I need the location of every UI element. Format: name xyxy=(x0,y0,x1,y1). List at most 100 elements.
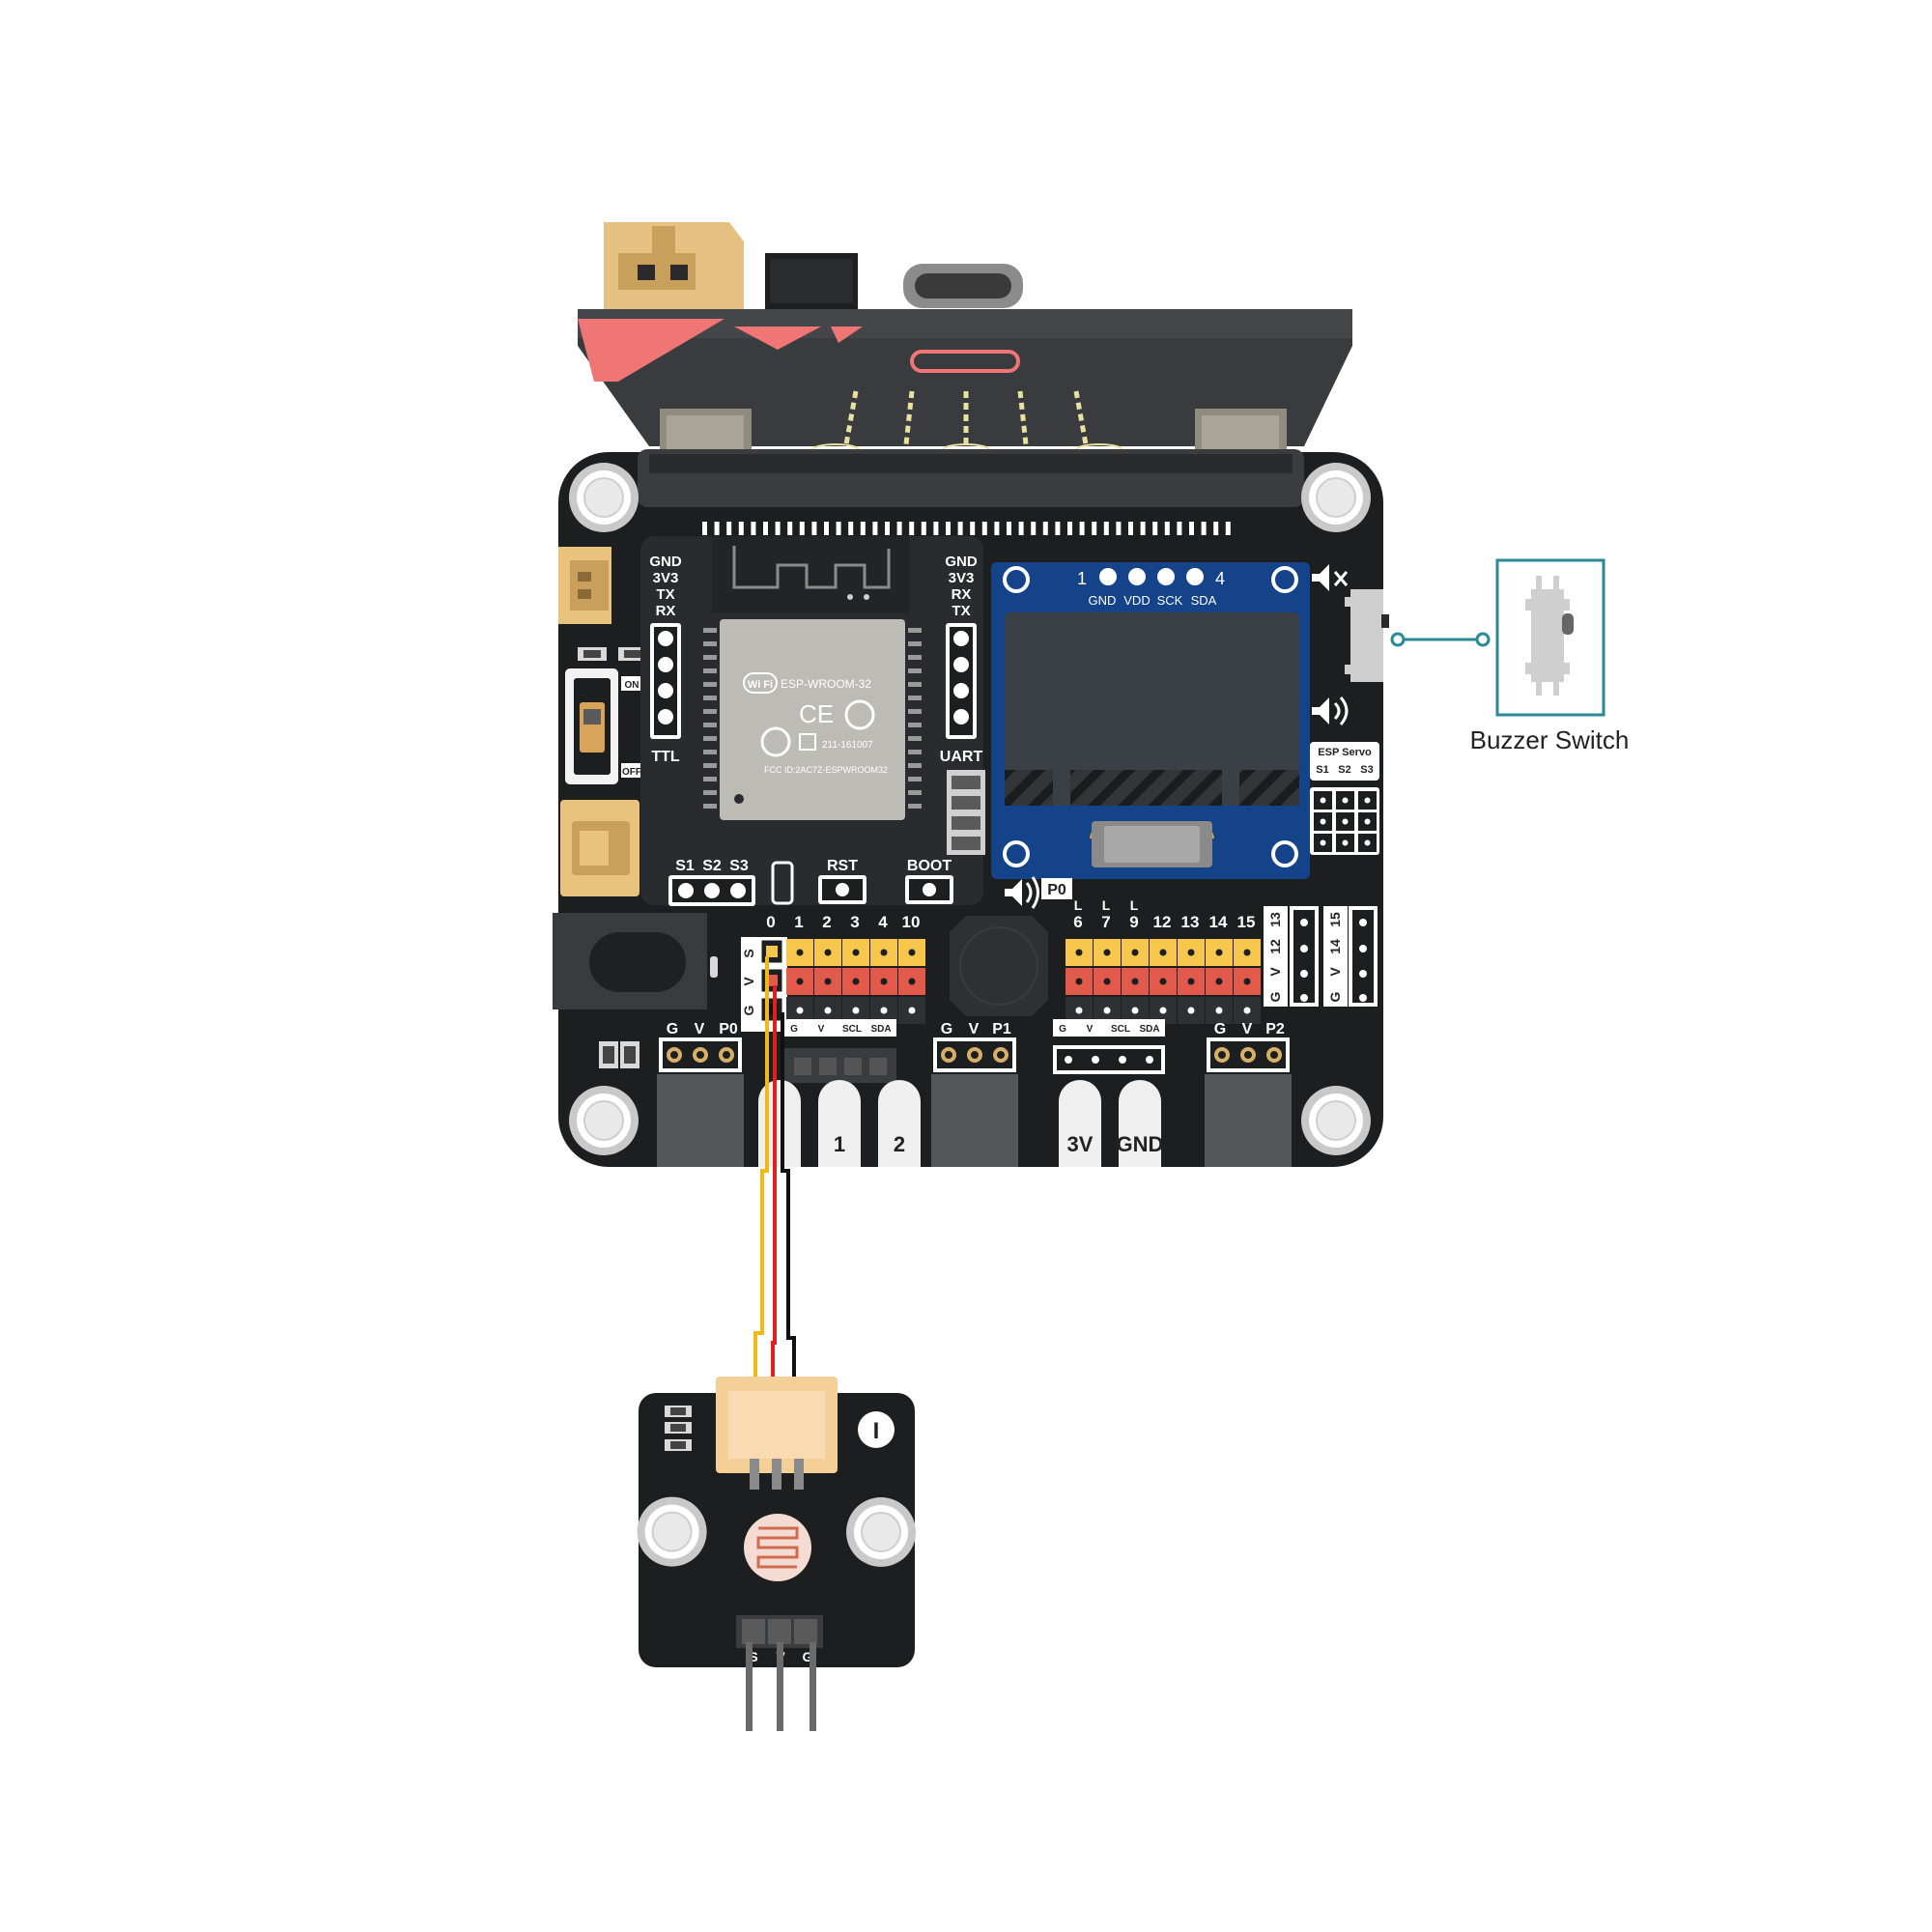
gpio-pin-dot xyxy=(1132,979,1139,985)
edge-tooth xyxy=(1104,522,1109,535)
gpio-pin-dot xyxy=(1160,979,1167,985)
gpio-pin-dot xyxy=(825,1008,832,1014)
edge-tooth xyxy=(1189,522,1194,535)
side-pin-v: V xyxy=(1267,967,1283,977)
edge-tooth xyxy=(1007,522,1011,535)
gpio-right-label: 6 xyxy=(1073,913,1082,931)
gpio-pin-dot xyxy=(881,1008,888,1014)
gpio-pin-dot xyxy=(1076,1008,1083,1014)
gpio-pin-dot xyxy=(1132,1008,1139,1014)
module-pin xyxy=(703,655,717,660)
rst-label: RST xyxy=(827,858,858,874)
gpio-right-label: 13 xyxy=(1181,913,1200,931)
side-pin-13: 13 xyxy=(1267,912,1283,927)
servo-pin-dot xyxy=(1321,840,1326,846)
microbit-reset-button[interactable] xyxy=(765,253,858,309)
module-pin xyxy=(908,804,922,809)
jst-connector-left-bottom xyxy=(560,800,639,896)
edge-tooth xyxy=(958,522,963,535)
servo-pin-s3: S3 xyxy=(729,858,749,874)
buzzer-pin-label: P0 xyxy=(1047,882,1066,898)
edge-tooth xyxy=(751,522,755,535)
uart-label: UART xyxy=(940,749,983,765)
edge-tooth xyxy=(1165,522,1170,535)
gpio-pin-dot xyxy=(1104,950,1111,956)
side-pin-g: G xyxy=(1267,991,1283,1002)
module-pin xyxy=(703,736,717,741)
edge-tooth xyxy=(787,522,792,535)
gpio-pin-dot xyxy=(853,979,860,985)
gpio-pin-dot xyxy=(853,950,860,956)
gpio-pin-dot xyxy=(909,1008,916,1014)
oled-pin-gnd: GND xyxy=(1089,593,1117,608)
mounting-hole xyxy=(1301,463,1371,532)
uart-pin-tx: TX xyxy=(952,603,970,619)
ce-mark: CE xyxy=(799,699,834,728)
edge-tooth xyxy=(933,522,938,535)
module-pin xyxy=(703,750,717,754)
module-pin xyxy=(908,668,922,673)
gpio-pin-dot xyxy=(1216,1008,1223,1014)
oled-pin-end: 4 xyxy=(1215,569,1225,588)
module-pin xyxy=(908,628,922,633)
gpio-pin-dot xyxy=(825,979,832,985)
edge-tooth xyxy=(1226,522,1231,535)
rst-button[interactable] xyxy=(818,875,867,904)
gpio-pin-dot xyxy=(825,950,832,956)
module-pin xyxy=(703,790,717,795)
esp-servo-s3: S3 xyxy=(1360,764,1373,776)
gpio-pin-dot xyxy=(1076,950,1083,956)
power-switch[interactable] xyxy=(565,668,618,784)
sensor-jst-connector[interactable] xyxy=(716,1377,838,1490)
fcc-id: FCC ID:2AC7Z-ESPWROOM32 xyxy=(764,765,888,775)
microbit xyxy=(578,222,1352,471)
edge-tooth xyxy=(776,522,781,535)
gpio-right-label: 15 xyxy=(1237,913,1256,931)
edge-tooth xyxy=(702,522,707,535)
edge-tooth xyxy=(970,522,975,535)
gpio-pin-dot xyxy=(1216,979,1223,985)
gpio-right-label: 7 xyxy=(1101,913,1110,931)
i2c-port-left[interactable]: G V SCL SDA xyxy=(784,1019,896,1083)
grove-p2-v: V xyxy=(1242,1021,1253,1037)
edge-tooth xyxy=(824,522,829,535)
edge-tooth xyxy=(861,522,866,535)
edge-tooth xyxy=(800,522,805,535)
grove-port-p0[interactable]: G V P0 xyxy=(657,1021,744,1167)
module-pin xyxy=(908,736,922,741)
gpio-row-g: G xyxy=(741,1005,756,1015)
switch-on-label: ON xyxy=(625,680,639,691)
side-header-13-12: 13 12 V G xyxy=(1264,906,1319,1007)
servo-pin-s2: S2 xyxy=(702,858,722,874)
servo-pin-dot xyxy=(1321,798,1326,804)
esp-module-title: ESP-WROOM-32 xyxy=(781,677,871,691)
module-pin xyxy=(703,641,717,646)
gpio-pin-dot xyxy=(1244,950,1251,956)
i2c-port-right[interactable]: G V SCL SDA xyxy=(1053,1019,1165,1074)
edge-tooth xyxy=(897,522,902,535)
gpio-left-label: 0 xyxy=(766,913,775,931)
usb-port[interactable] xyxy=(903,264,1023,308)
module-pin xyxy=(703,709,717,714)
gpio-pin-dot xyxy=(881,950,888,956)
dc-power-jack[interactable] xyxy=(553,913,718,1009)
servo-pin-dot xyxy=(1343,798,1349,804)
buzzer-switch[interactable] xyxy=(1345,589,1389,682)
i2c-left-scl: SCL xyxy=(842,1024,862,1035)
gpio-l-mark: L xyxy=(1102,897,1111,913)
grove-port-p2[interactable]: G V P2 xyxy=(1205,1021,1292,1167)
esp-servo-title: ESP Servo xyxy=(1318,747,1372,758)
edge-pad-label: 2 xyxy=(894,1132,905,1156)
boot-button[interactable] xyxy=(905,875,953,904)
gpio-left-label: 4 xyxy=(878,913,888,931)
servo-header: S1 S2 S3 xyxy=(668,858,755,906)
edge-tooth xyxy=(1152,522,1157,535)
grove-port-p1[interactable]: G V P1 xyxy=(931,1021,1018,1167)
sensor-mounting-hole xyxy=(846,1497,916,1567)
side-pin-g: G xyxy=(1327,991,1343,1002)
gpio-pin-dot xyxy=(1188,979,1195,985)
edge-tooth xyxy=(994,522,999,535)
module-pin xyxy=(908,777,922,781)
servo-pin-dot xyxy=(1365,798,1371,804)
edge-tooth xyxy=(1080,522,1085,535)
